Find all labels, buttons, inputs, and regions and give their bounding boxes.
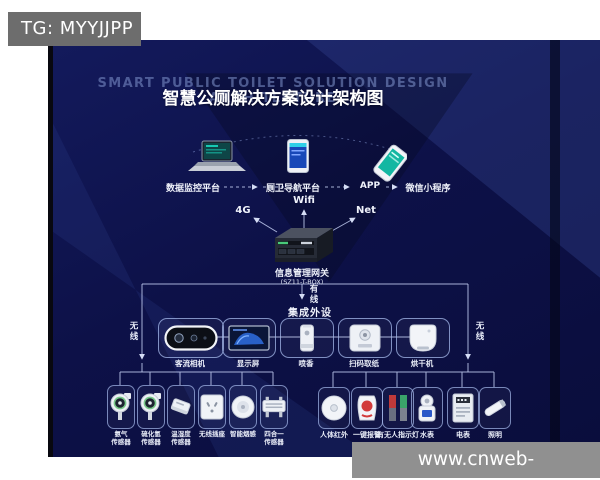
human-infrared-sensor-icon <box>321 395 347 421</box>
platform-label-toilet-navigation: 厕卫导航平台 <box>265 184 320 194</box>
sensor-label: 无线插座 <box>199 430 225 438</box>
wireless-right-label: 无线 <box>474 321 484 342</box>
smart-smoke-detector-icon <box>231 395 255 419</box>
gateway-name: 信息管理网关 <box>274 269 329 279</box>
four-in-one-sensor-icon <box>262 396 286 418</box>
page-title: 智慧公厕解决方案设计架构图 <box>162 89 384 109</box>
hydrogen-sulfide-sensor-icon <box>140 393 161 420</box>
platform-label-wechat-miniprogram: 微信小程序 <box>405 184 451 194</box>
title-english: SMART PUBLIC TOILET SOLUTION DESIGN ARCH… <box>97 76 449 106</box>
sensor-box-ammonia <box>107 385 135 429</box>
peripheral-box-camera <box>158 318 224 358</box>
electric-meter-icon <box>452 393 474 423</box>
peripheral-label: 烘干机 <box>410 359 434 368</box>
fragrance-dispenser-icon <box>300 324 314 352</box>
sensor-box-h2s <box>137 385 165 429</box>
sensor-label: 温湿度 传感器 <box>171 430 191 446</box>
hand-dryer-icon <box>409 324 437 352</box>
background-dark-strip <box>550 40 560 457</box>
sensor-label: 水表 <box>420 431 434 439</box>
sensor-label: 硫化氢 传感器 <box>141 430 161 446</box>
peripheral-label: 喷香 <box>298 359 314 368</box>
sensor-box-temp-humidity <box>167 385 195 429</box>
sensor-box-alarm <box>351 387 383 429</box>
platform-label-app: APP <box>359 181 381 191</box>
gateway-device-icon <box>275 228 333 262</box>
one-key-alarm-icon <box>357 395 377 421</box>
sensor-label: 四合一 传感器 <box>264 430 284 446</box>
tablet-icon <box>287 139 309 173</box>
site-watermark-badge: www.cnweb-lovegames.com <box>352 442 600 478</box>
link-label-4g: 4G <box>235 205 251 216</box>
scan-paper-dispenser-icon <box>349 324 381 352</box>
sensor-box-human-infrared <box>318 387 350 429</box>
architecture-diagram-panel: SMART PUBLIC TOILET SOLUTION DESIGN ARCH… <box>48 40 600 457</box>
sensor-box-smoke <box>229 385 257 429</box>
right-sensor-bus <box>332 371 495 387</box>
display-screen-icon <box>228 325 270 351</box>
sensor-label: 一键报警 <box>353 431 381 439</box>
sensor-label: 氨气 传感器 <box>111 430 131 446</box>
sensor-label: 智能烟感 <box>230 430 256 438</box>
laptop-icon <box>188 140 246 171</box>
wireless-left-label: 无线 <box>128 321 138 342</box>
lighting-icon <box>484 399 507 416</box>
peripheral-group-title: 集成外设 <box>288 308 332 319</box>
sensor-label: 有无人指示灯 <box>377 431 419 439</box>
smartphone-icon <box>373 144 407 182</box>
link-label-net: Net <box>356 205 376 216</box>
sensor-box-lighting <box>479 387 511 429</box>
wired-label: 有线 <box>308 284 318 305</box>
sensor-box-wireless-socket <box>198 385 226 429</box>
sensor-box-occupancy-light <box>382 387 414 429</box>
sensor-label: 电表 <box>456 431 470 439</box>
gateway-net-arrow <box>329 217 356 233</box>
peripheral-label: 显示屏 <box>236 359 260 368</box>
gateway-model: (SZ11-T-BOX) <box>280 278 324 286</box>
link-label-wifi: Wifi <box>293 195 315 206</box>
peripheral-box-paper-dispenser <box>338 318 392 358</box>
occupancy-indicator-icon <box>389 395 407 421</box>
peripheral-box-display <box>222 318 276 358</box>
tg-watermark-badge: TG: MYYJJPP <box>8 12 141 46</box>
left-sensor-bus <box>119 371 274 385</box>
sensor-label: 照明 <box>488 431 502 439</box>
water-meter-icon <box>418 394 436 422</box>
peripheral-label: 客流相机 <box>175 359 205 368</box>
sensor-box-four-in-one <box>260 385 288 429</box>
gateway-4g-arrow <box>253 217 278 233</box>
temp-humidity-sensor-icon <box>170 398 191 415</box>
peripheral-box-hand-dryer <box>396 318 450 358</box>
peripheral-label: 扫码取纸 <box>349 359 379 368</box>
sensor-box-water-meter <box>411 387 443 429</box>
sensor-label: 人体红外 <box>320 431 348 439</box>
peripheral-box-fragrance <box>280 318 334 358</box>
wireless-socket-icon <box>200 394 224 420</box>
ammonia-sensor-icon <box>110 393 131 420</box>
sensor-box-electric-meter <box>447 387 479 429</box>
passenger-camera-icon <box>164 325 218 351</box>
platform-label-data-monitoring: 数据监控平台 <box>165 184 220 194</box>
